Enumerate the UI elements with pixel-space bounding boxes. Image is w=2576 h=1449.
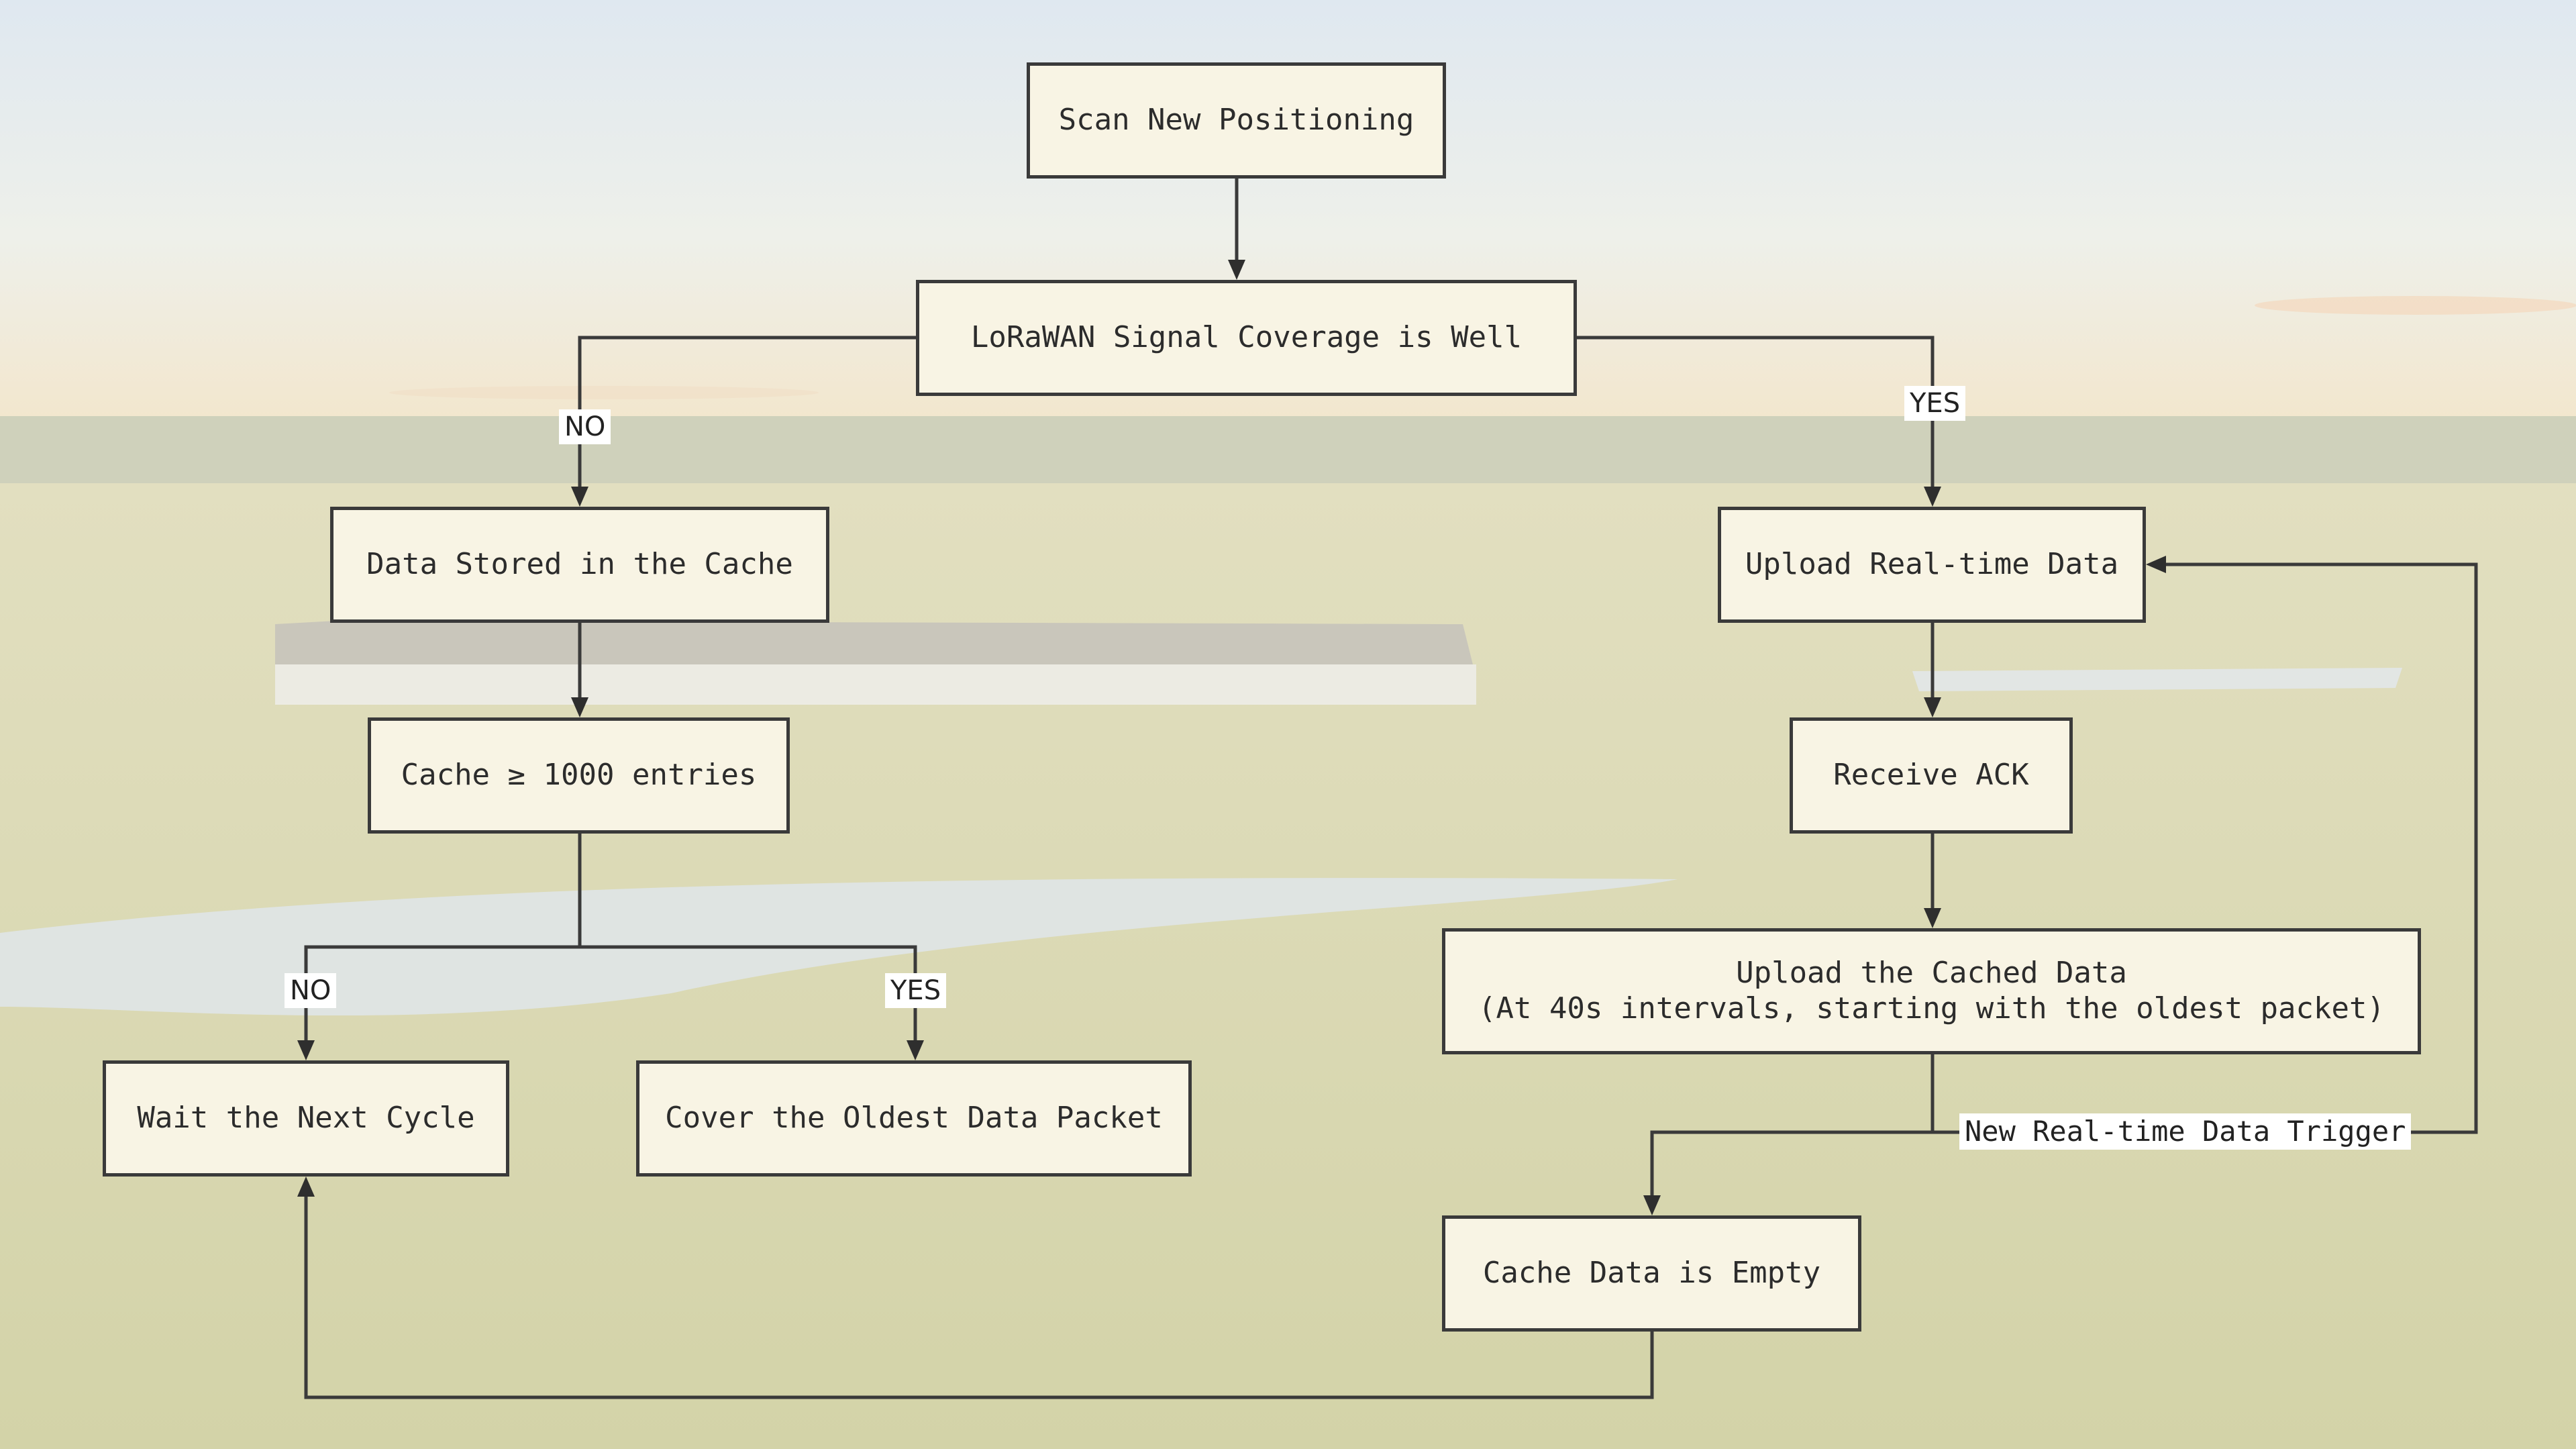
arrowhead	[1924, 487, 1941, 507]
arrowhead	[571, 487, 588, 507]
upload-realtime-data-node: Upload Real-time Data	[1718, 507, 2146, 623]
wait-next-cycle-node: Wait the Next Cycle	[103, 1060, 509, 1177]
arrowhead	[297, 1177, 315, 1197]
receive-ack-node: Receive ACK	[1790, 717, 2073, 834]
node-label: Data Stored in the Cache	[366, 547, 793, 582]
data-stored-in-cache-node: Data Stored in the Cache	[330, 507, 829, 623]
node-label: Receive ACK	[1833, 758, 2029, 793]
cover-oldest-packet-node: Cover the Oldest Data Packet	[636, 1060, 1192, 1177]
node-label: Upload Real-time Data	[1745, 547, 2119, 582]
cache-empty-node: Cache Data is Empty	[1442, 1215, 1861, 1332]
edge-upload-cached-to-empty	[1650, 1054, 1935, 1196]
upload-cached-data-node: Upload the Cached Data (At 40s intervals…	[1442, 928, 2421, 1054]
edge-label-new-realtime-trigger: New Real-time Data Trigger	[1959, 1113, 2412, 1150]
edge-label-cache-yes: YES	[885, 973, 947, 1008]
arrowhead	[571, 697, 588, 717]
arrowhead	[1924, 908, 1941, 928]
arrowhead	[297, 1040, 315, 1060]
cache-1000-entries-node: Cache ≥ 1000 entries	[368, 717, 790, 834]
arrowhead	[1643, 1195, 1661, 1215]
node-label: Wait the Next Cycle	[137, 1101, 475, 1136]
edge-signal-yes	[1577, 336, 1935, 487]
edge-count-no	[304, 945, 580, 1041]
node-label: Cover the Oldest Data Packet	[665, 1101, 1163, 1136]
edge-label-cache-no: NO	[285, 973, 337, 1008]
node-label: Scan New Positioning	[1058, 103, 1414, 138]
edge-empty-to-wait	[304, 1196, 1654, 1399]
node-label: LoRaWAN Signal Coverage is Well	[970, 320, 1523, 355]
node-label: Cache Data is Empty	[1482, 1256, 1821, 1291]
node-label-line-1: Upload the Cached Data	[1736, 956, 2127, 991]
edge-count-yes	[580, 945, 917, 1041]
edge-label-signal-yes: YES	[1904, 386, 1966, 421]
scan-positioning-node: Scan New Positioning	[1027, 62, 1446, 179]
arrowhead	[2146, 556, 2166, 573]
arrowhead	[1924, 697, 1941, 717]
node-label: Cache ≥ 1000 entries	[401, 758, 757, 793]
signal-coverage-node: LoRaWAN Signal Coverage is Well	[916, 280, 1577, 396]
arrowhead	[907, 1040, 924, 1060]
node-label-line-2: (At 40s intervals, starting with the old…	[1478, 991, 2385, 1026]
edge-label-signal-no: NO	[559, 409, 611, 444]
arrowhead	[1228, 260, 1245, 280]
